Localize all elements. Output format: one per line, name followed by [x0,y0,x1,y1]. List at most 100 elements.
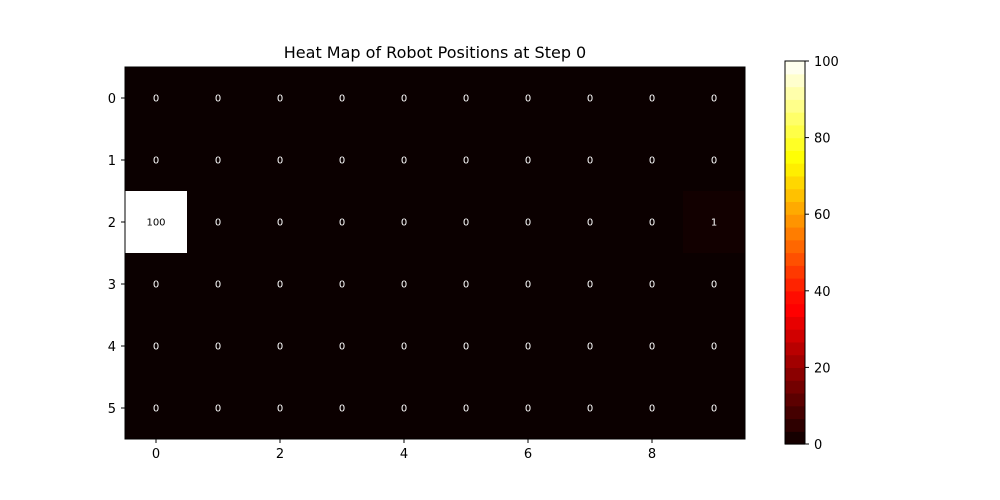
heatmap-cell-r0-c2 [249,67,312,130]
heatmap-cell-r2-c8 [621,191,684,254]
heatmap-cell-r5-c8 [621,377,684,440]
cell-value-r4-c9: 0 [711,342,717,353]
cell-value-r1-c6: 0 [525,156,531,167]
heatmap-cell-r2-c9 [683,191,746,254]
colorbar-segment-4 [785,380,805,394]
colorbar-segment-19 [785,188,805,203]
colorbar-segment-7 [785,341,805,356]
colorbar-segment-13 [785,265,805,279]
colorbar-tick-label-80: 80 [814,132,831,147]
x-tick-label-2: 2 [276,447,284,462]
heatmap-cell-r3-c1 [187,253,250,316]
heatmap-cell-r0-c7 [559,67,622,130]
colorbar-segment-8 [785,329,805,343]
heatmap-cell-r0-c4 [373,67,436,130]
colorbar-segment-0 [785,431,805,445]
heatmap-cell-r4-c0 [125,315,188,378]
cell-value-r3-c0: 0 [153,280,159,291]
cell-value-r1-c4: 0 [401,156,407,167]
colorbar-segment-6 [785,354,805,368]
colorbar-segment-22 [785,150,805,164]
cell-value-r0-c5: 0 [463,94,469,105]
heatmap-cell-r5-c1 [187,377,250,440]
colorbar-segment-20 [785,175,805,190]
heatmap-cell-r2-c5 [435,191,498,254]
colorbar-segment-11 [785,290,805,305]
heatmap-cell-r2-c0 [125,191,188,254]
plot-frame [124,66,746,440]
heatmap-cell-r3-c9 [683,253,746,316]
colorbar-segment-15 [785,239,805,254]
heatmap-cell-r1-c6 [497,129,560,192]
cell-value-r4-c2: 0 [277,342,283,353]
heatmap-cell-r2-c3 [311,191,374,254]
heatmap-cell-r0-c6 [497,67,560,130]
colorbar-segment-16 [785,226,805,241]
heatmap-cell-r1-c3 [311,129,374,192]
heatmap-cell-r5-c5 [435,377,498,440]
colorbar-segment-24 [785,124,805,139]
heatmap-cell-r4-c6 [497,315,560,378]
cell-value-r2-c3: 0 [339,218,345,229]
cell-value-r4-c0: 0 [153,342,159,353]
colorbar-segment-26 [785,99,805,113]
heatmap-cell-r3-c0 [125,253,188,316]
cell-value-r0-c6: 0 [525,94,531,105]
y-tick-label-3: 3 [108,278,116,293]
cell-value-r2-c4: 0 [401,218,407,229]
chart-title: Heat Map of Robot Positions at Step 0 [284,43,586,62]
heatmap-cell-r4-c2 [249,315,312,378]
colorbar-segment-2 [785,405,805,420]
colorbar-segment-27 [785,86,805,100]
cell-value-r2-c7: 0 [587,218,593,229]
heatmap-cell-r5-c3 [311,377,374,440]
cell-value-r5-c1: 0 [215,404,221,415]
cell-value-r4-c1: 0 [215,342,221,353]
y-tick-label-4: 4 [108,340,116,355]
cell-value-r4-c4: 0 [401,342,407,353]
cell-value-r3-c6: 0 [525,280,531,291]
colorbar-tick-label-60: 60 [814,208,831,223]
cell-value-r0-c7: 0 [587,94,593,105]
cell-value-r3-c2: 0 [277,280,283,291]
colorbar-segment-3 [785,392,805,407]
colorbar-segment-9 [785,316,805,330]
colorbar-tick-label-0: 0 [814,438,822,453]
heatmap-cell-r1-c4 [373,129,436,192]
heatmap-cell-r0-c9 [683,67,746,130]
heatmap-cell-r0-c3 [311,67,374,130]
y-tick-label-2: 2 [108,216,116,231]
cell-value-r5-c3: 0 [339,404,345,415]
heatmap-cell-r5-c7 [559,377,622,440]
heatmap-cell-r3-c3 [311,253,374,316]
heatmap-cell-r3-c5 [435,253,498,316]
cell-value-r0-c1: 0 [215,94,221,105]
x-tick-label-0: 0 [152,447,160,462]
heatmap-cell-r1-c2 [249,129,312,192]
x-tick-label-8: 8 [648,447,656,462]
heatmap-cell-r0-c5 [435,67,498,130]
cell-value-r4-c5: 0 [463,342,469,353]
cell-value-r1-c3: 0 [339,156,345,167]
cell-value-r5-c0: 0 [153,404,159,415]
heatmap-cell-r5-c9 [683,377,746,440]
colorbar-segment-10 [785,303,805,317]
x-tick-label-4: 4 [400,447,408,462]
heatmap-cell-r2-c4 [373,191,436,254]
heatmap-cell-r1-c1 [187,129,250,192]
cell-value-r2-c5: 0 [463,218,469,229]
cell-value-r3-c8: 0 [649,280,655,291]
cell-value-r3-c5: 0 [463,280,469,291]
cell-value-r5-c2: 0 [277,404,283,415]
cell-value-r3-c3: 0 [339,280,345,291]
y-tick-label-1: 1 [108,154,116,169]
cell-value-r4-c7: 0 [587,342,593,353]
cell-value-r0-c3: 0 [339,94,345,105]
colorbar-segment-25 [785,112,805,126]
cell-value-r0-c8: 0 [649,94,655,105]
cell-value-r1-c8: 0 [649,156,655,167]
cell-value-r5-c5: 0 [463,404,469,415]
